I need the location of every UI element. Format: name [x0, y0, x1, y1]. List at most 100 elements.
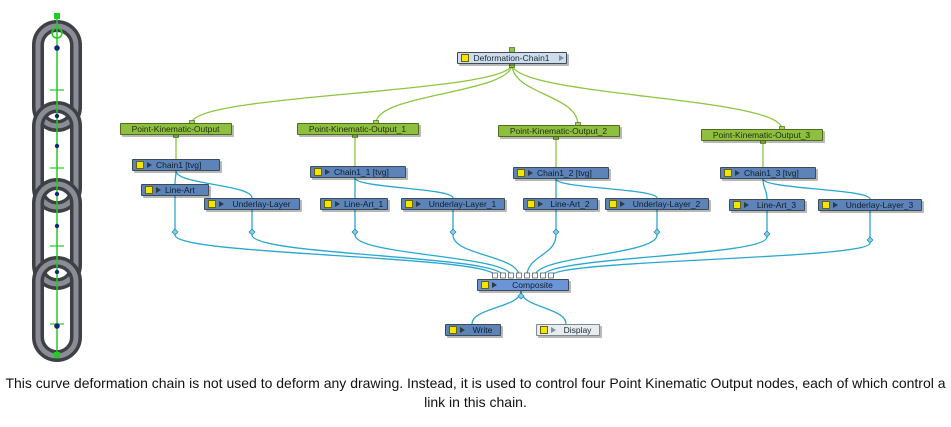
composite-to-display-wire — [520, 290, 567, 325]
node-color-swatch — [449, 326, 457, 334]
composite-node[interactable]: Composite — [477, 279, 569, 291]
chain-to-underlay-wire — [175, 170, 253, 199]
to-composite-wire — [534, 234, 658, 277]
expand-arrow-icon — [735, 170, 740, 176]
node-color-swatch — [481, 281, 489, 289]
node-label: Point-Kinematic-Output_1 — [308, 124, 407, 134]
node-color-swatch — [527, 200, 535, 208]
node-label: Deformation-Chain1 — [473, 53, 550, 63]
display-node[interactable]: Display — [536, 324, 600, 336]
to-composite-wire — [251, 234, 504, 277]
line-art-node[interactable]: Line-Art — [141, 184, 209, 196]
expand-arrow-icon — [538, 201, 543, 207]
node-label: Chain1 [tvg] — [156, 160, 202, 170]
composite-out-junction[interactable] — [517, 292, 525, 300]
expand-arrow-icon — [219, 201, 224, 207]
composite-in-port[interactable] — [532, 272, 538, 279]
expand-arrow-icon — [744, 202, 749, 208]
composite-in-port[interactable] — [516, 272, 522, 279]
to-composite-wire — [526, 234, 557, 277]
underlay-layer-node[interactable]: Underlay-Layer — [204, 198, 300, 210]
output-junction[interactable] — [763, 230, 771, 238]
node-color-swatch — [540, 326, 548, 334]
expand-arrow-icon — [620, 201, 625, 207]
line-art-node[interactable]: Line-Art_2 — [523, 198, 598, 210]
node-label: Underlay-Layer_2 — [632, 199, 701, 209]
node-label: Line-Art — [165, 185, 195, 195]
chain-element-node[interactable]: Chain1_2 [tvg] — [513, 167, 609, 179]
line-art-node[interactable]: Line-Art_3 — [729, 199, 805, 211]
node-label: Underlay-Layer_1 — [428, 199, 497, 209]
output-junction[interactable] — [653, 228, 661, 236]
point-kinematic-output-node[interactable]: Point-Kinematic-Output — [120, 123, 232, 135]
expand-arrow-icon — [528, 170, 533, 176]
node-label: Underlay-Layer_3 — [845, 200, 914, 210]
node-color-swatch — [822, 201, 830, 209]
node-color-swatch — [208, 200, 216, 208]
deformation-wire — [511, 63, 579, 126]
node-label: Display — [563, 325, 592, 335]
node-label: Point-Kinematic-Output_2 — [509, 126, 608, 136]
composite-in-port[interactable] — [500, 272, 506, 279]
node-label: Line-Art_3 — [756, 200, 797, 210]
to-composite-wire — [452, 234, 520, 277]
chain-element-node[interactable]: Chain1_3 [tvg] — [720, 167, 816, 179]
expand-arrow-icon — [460, 327, 465, 333]
write-node[interactable]: Write — [445, 324, 501, 336]
node-label: Write — [472, 325, 493, 335]
diagram-canvas — [32, 13, 874, 362]
point-kinematic-output-node[interactable]: Point-Kinematic-Output_1 — [297, 123, 419, 135]
node-color-swatch — [517, 169, 525, 177]
output-junction[interactable] — [449, 228, 457, 236]
chain-link-illustration — [32, 13, 82, 362]
node-label: Line-Art_2 — [550, 199, 590, 209]
expand-arrow-icon — [156, 187, 161, 193]
figure-caption: This curve deformation chain is not used… — [5, 375, 946, 410]
deformation-wire — [191, 63, 513, 124]
curve-root-handle[interactable] — [51, 27, 63, 39]
expand-arrow-icon — [833, 202, 838, 208]
output-junction[interactable] — [248, 228, 256, 236]
expand-arrow-icon — [147, 162, 152, 168]
line-art-node[interactable]: Line-Art_1 — [320, 198, 388, 210]
to-composite-wire — [542, 236, 768, 277]
expand-arrow-icon — [416, 201, 421, 207]
curve-top-handle[interactable] — [54, 13, 60, 19]
output-junction[interactable] — [171, 228, 179, 236]
to-composite-wire — [354, 234, 512, 277]
underlay-layer-node[interactable]: Underlay-Layer_3 — [818, 199, 922, 211]
expand-arrow-icon — [335, 201, 340, 207]
to-composite-wire — [550, 242, 871, 277]
expand-arrow-icon — [551, 327, 556, 333]
node-color-swatch — [145, 186, 153, 194]
point-kinematic-output-node[interactable]: Point-Kinematic-Output_2 — [498, 125, 620, 137]
node-color-swatch — [609, 200, 617, 208]
node-color-swatch — [461, 54, 469, 62]
point-kinematic-output-node[interactable]: Point-Kinematic-Output_3 — [701, 129, 823, 141]
output-junction[interactable] — [552, 228, 560, 236]
composite-to-write-wire — [471, 290, 522, 325]
composite-in-port[interactable] — [508, 272, 514, 279]
composite-in-port[interactable] — [524, 272, 530, 279]
node-label: Point-Kinematic-Output — [131, 124, 220, 134]
to-composite-wire — [174, 234, 496, 277]
expand-arrow-icon — [325, 169, 330, 175]
output-junction[interactable] — [351, 228, 359, 236]
chain-to-underlay-wire — [354, 177, 454, 199]
control-points[interactable] — [54, 45, 60, 329]
composite-in-port[interactable] — [540, 272, 546, 279]
output-junction[interactable] — [866, 236, 874, 244]
chain-element-node[interactable]: Chain1_1 [tvg] — [310, 166, 406, 178]
node-label: Composite — [512, 280, 553, 290]
deformation-wire — [511, 63, 783, 130]
expand-arrow-icon — [492, 282, 497, 288]
underlay-layer-node[interactable]: Underlay-Layer_1 — [401, 198, 505, 210]
expand-arrow-icon — [559, 55, 564, 61]
chain-element-node[interactable]: Chain1 [tvg] — [132, 159, 220, 171]
composite-in-port[interactable] — [548, 272, 554, 279]
curve-bottom-handle[interactable] — [54, 352, 60, 358]
underlay-layer-node[interactable]: Underlay-Layer_2 — [605, 198, 709, 210]
composite-in-port[interactable] — [492, 272, 498, 279]
deformation-chain-node[interactable]: Deformation-Chain1 — [457, 52, 567, 64]
